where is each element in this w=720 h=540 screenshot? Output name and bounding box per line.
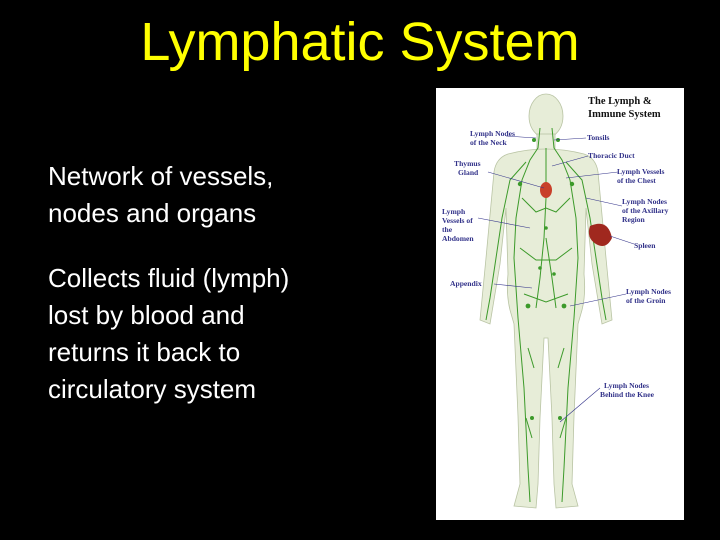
spleen-icon [588,223,612,246]
label-tonsils: Tonsils [587,133,610,142]
figure-title-line: Immune System [588,109,661,120]
bullet-line: returns it back to [48,337,241,367]
bullet-line: lost by blood and [48,300,245,330]
label-appendix: Appendix [450,279,482,288]
label-lymph-vessels-chest: Lymph Vessels of the Chest [617,167,666,185]
label-lymph-vessels-abdomen: Lymph Vessels of the Abdomen [442,207,475,243]
body-illustration: The Lymph & Immune System Lymph Nodes of… [442,93,673,509]
heart-icon [540,182,552,198]
bullet-line: nodes and organs [48,198,257,228]
label-lymph-nodes-axillary: Lymph Nodes of the Axillary Region [622,197,670,224]
label-lymph-nodes-neck: Lymph Nodes of the Neck [470,129,517,147]
figure-title-line: The Lymph & [588,96,652,107]
body-silhouette [479,93,613,509]
lymph-system-diagram: The Lymph & Immune System Lymph Nodes of… [436,88,684,520]
bullet-line: Network of vessels, [48,161,274,191]
label-thymus: Thymus Gland [454,159,483,177]
bullet-line: Collects fluid (lymph) [48,263,290,293]
figure-title: The Lymph & Immune System [588,96,661,120]
bullet-line: circulatory system [48,374,257,404]
label-spleen: Spleen [634,241,656,250]
slide-title: Lymphatic System [140,12,580,72]
label-thoracic-duct: Thoracic Duct [588,151,635,160]
bullet-network: Network of vessels, nodes and organs [48,158,368,232]
bullet-collects: Collects fluid (lymph) lost by blood and… [48,260,368,408]
label-lymph-nodes-knee: Lymph Nodes Behind the Knee [600,381,655,399]
bullet-list: Network of vessels, nodes and organs Col… [48,158,368,436]
label-lymph-nodes-groin: Lymph Nodes of the Groin [626,287,673,305]
